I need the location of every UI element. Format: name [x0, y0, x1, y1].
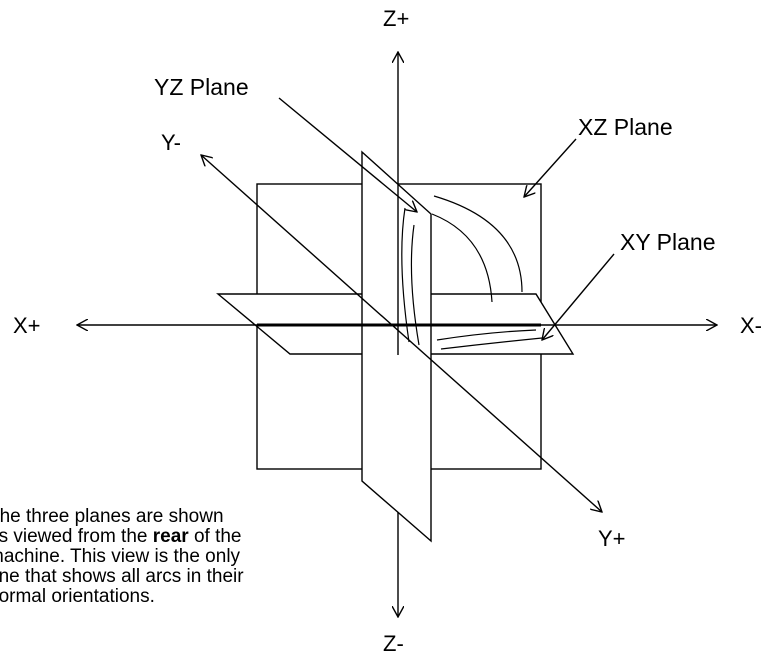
- xz-plane-label: XZ Plane: [578, 114, 673, 140]
- x-plus-label: X+: [13, 313, 41, 338]
- xz-leader: [524, 138, 577, 197]
- y-axis: [201, 155, 602, 512]
- xy-leader: [542, 253, 615, 340]
- caption: The three planes are shown as viewed fro…: [0, 507, 360, 607]
- caption-line-3: machine. This view is the only: [0, 546, 241, 567]
- caption-line-2-start: as viewed from the: [0, 526, 153, 547]
- x-minus-label: X-: [740, 313, 762, 338]
- caption-line-2-end: of the: [188, 526, 242, 547]
- yz-plane-label: YZ Plane: [154, 74, 249, 100]
- xy-plane-label: XY Plane: [620, 229, 715, 255]
- yz-leader: [278, 97, 417, 212]
- z-plus-label: Z+: [383, 6, 409, 31]
- caption-line-4: one that shows all arcs in their: [0, 566, 244, 587]
- y-plus-label: Y+: [598, 526, 626, 551]
- z-minus-label: Z-: [383, 631, 404, 655]
- caption-line-5: normal orientations.: [0, 586, 155, 607]
- y-minus-label: Y-: [161, 130, 181, 155]
- caption-line-1: The three planes are shown: [0, 507, 224, 527]
- yz-plane: [361, 150, 432, 543]
- caption-line-2: as viewed from the rear of the: [0, 527, 360, 547]
- caption-line-2-bold: rear: [152, 526, 189, 547]
